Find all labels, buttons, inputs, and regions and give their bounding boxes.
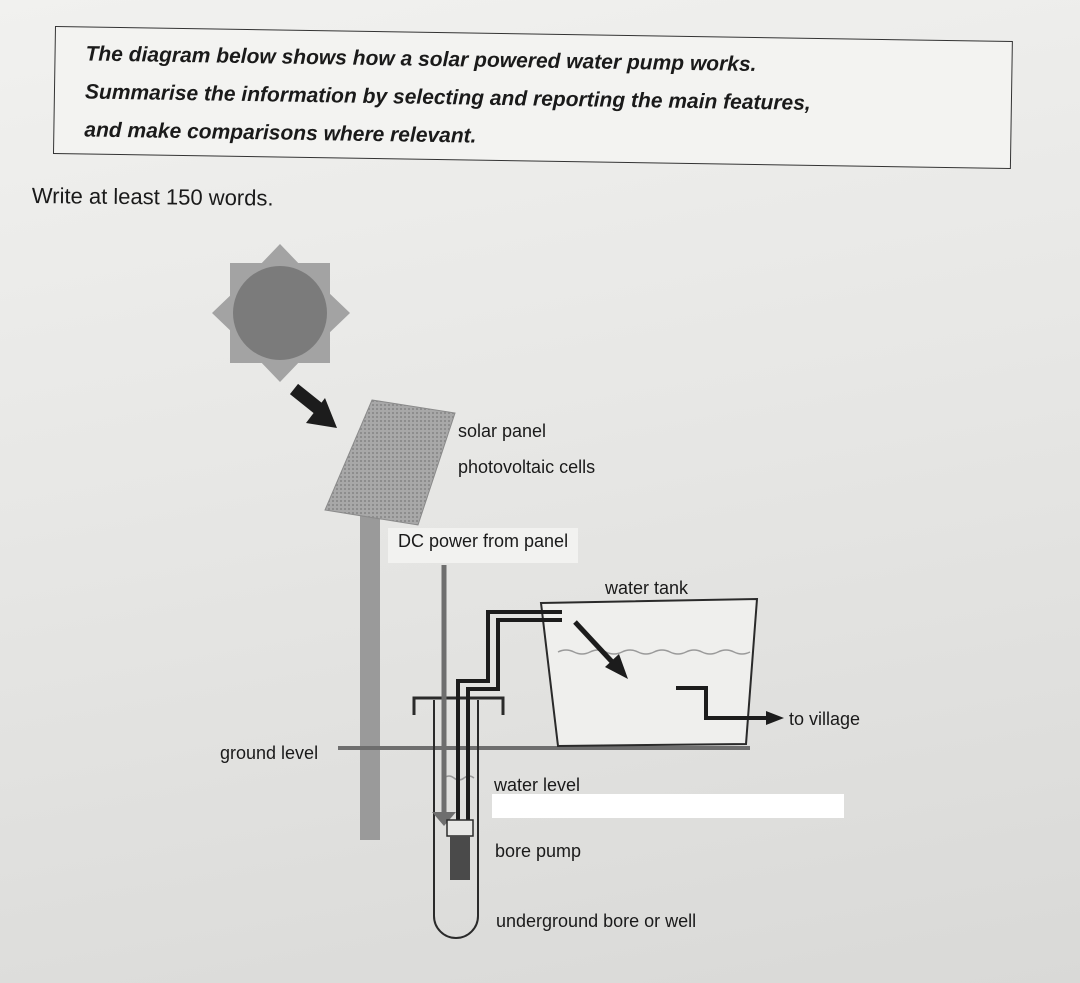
underground-bore-well <box>433 700 479 939</box>
label-ground-level: ground level <box>220 743 318 763</box>
tank-inflow-arrow <box>573 620 628 679</box>
label-photovoltaic-cells: photovoltaic cells <box>458 457 595 477</box>
sun-ray-top <box>257 244 303 268</box>
dc-power-arrowhead <box>432 812 456 826</box>
blank-answer-strip <box>492 794 844 818</box>
riser-pipe <box>466 618 562 826</box>
bore-pump-head <box>446 819 474 837</box>
sun-disc <box>233 266 327 360</box>
label-to-village: to village <box>789 709 860 729</box>
riser-pipe-inner <box>456 610 562 826</box>
label-water-tank: water tank <box>604 578 689 598</box>
sun-icon <box>212 244 350 382</box>
sunlight-arrow <box>289 383 337 428</box>
label-solar-panel: solar panel <box>458 421 546 441</box>
outlet-pipe <box>676 686 768 720</box>
to-village-arrowhead <box>766 711 784 725</box>
sun-ray-bottom <box>257 358 303 382</box>
panel-pole <box>360 490 380 840</box>
water-tank <box>539 597 759 748</box>
dc-power-label-box <box>388 528 578 563</box>
bore-pump-body <box>450 836 470 880</box>
solar-panel <box>324 399 456 526</box>
sun-ray-right <box>326 290 350 336</box>
label-dc-power: DC power from panel <box>398 531 568 551</box>
label-bore-pump: bore pump <box>495 841 581 861</box>
label-underground-bore: underground bore or well <box>496 911 696 931</box>
label-water-level: water level <box>493 775 580 795</box>
tank-water-level-wave <box>557 649 751 655</box>
